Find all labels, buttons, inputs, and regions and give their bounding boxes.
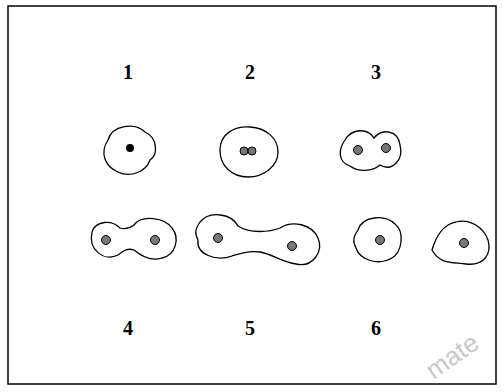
stage-number: 2 <box>245 62 255 82</box>
nucleus <box>354 146 363 155</box>
nucleus <box>102 236 111 245</box>
stage-number: 5 <box>245 318 255 338</box>
nuclei <box>102 144 469 251</box>
nucleus <box>288 242 297 251</box>
cell-stage-3 <box>340 131 401 171</box>
watermark: mate <box>421 329 483 383</box>
stage-number: 3 <box>371 62 381 82</box>
stage-number: 1 <box>123 62 133 82</box>
nucleus <box>240 147 248 155</box>
stage-number: 6 <box>371 318 381 338</box>
nucleus <box>460 239 469 248</box>
cell-stage-1 <box>104 126 156 174</box>
cell-stage-5 <box>196 215 320 265</box>
nucleus <box>248 147 256 155</box>
cells <box>91 126 489 264</box>
nucleus <box>214 234 223 243</box>
cell-stage-4 <box>91 218 176 259</box>
nucleus <box>126 144 134 152</box>
nucleus <box>151 236 160 245</box>
nucleus <box>382 144 391 153</box>
stage-number: 4 <box>123 318 133 338</box>
frame <box>8 6 496 384</box>
cell-stage-6b <box>432 221 489 264</box>
cell-stage-2 <box>220 127 278 177</box>
nucleus <box>376 236 385 245</box>
cell-stage-6a <box>354 218 401 262</box>
